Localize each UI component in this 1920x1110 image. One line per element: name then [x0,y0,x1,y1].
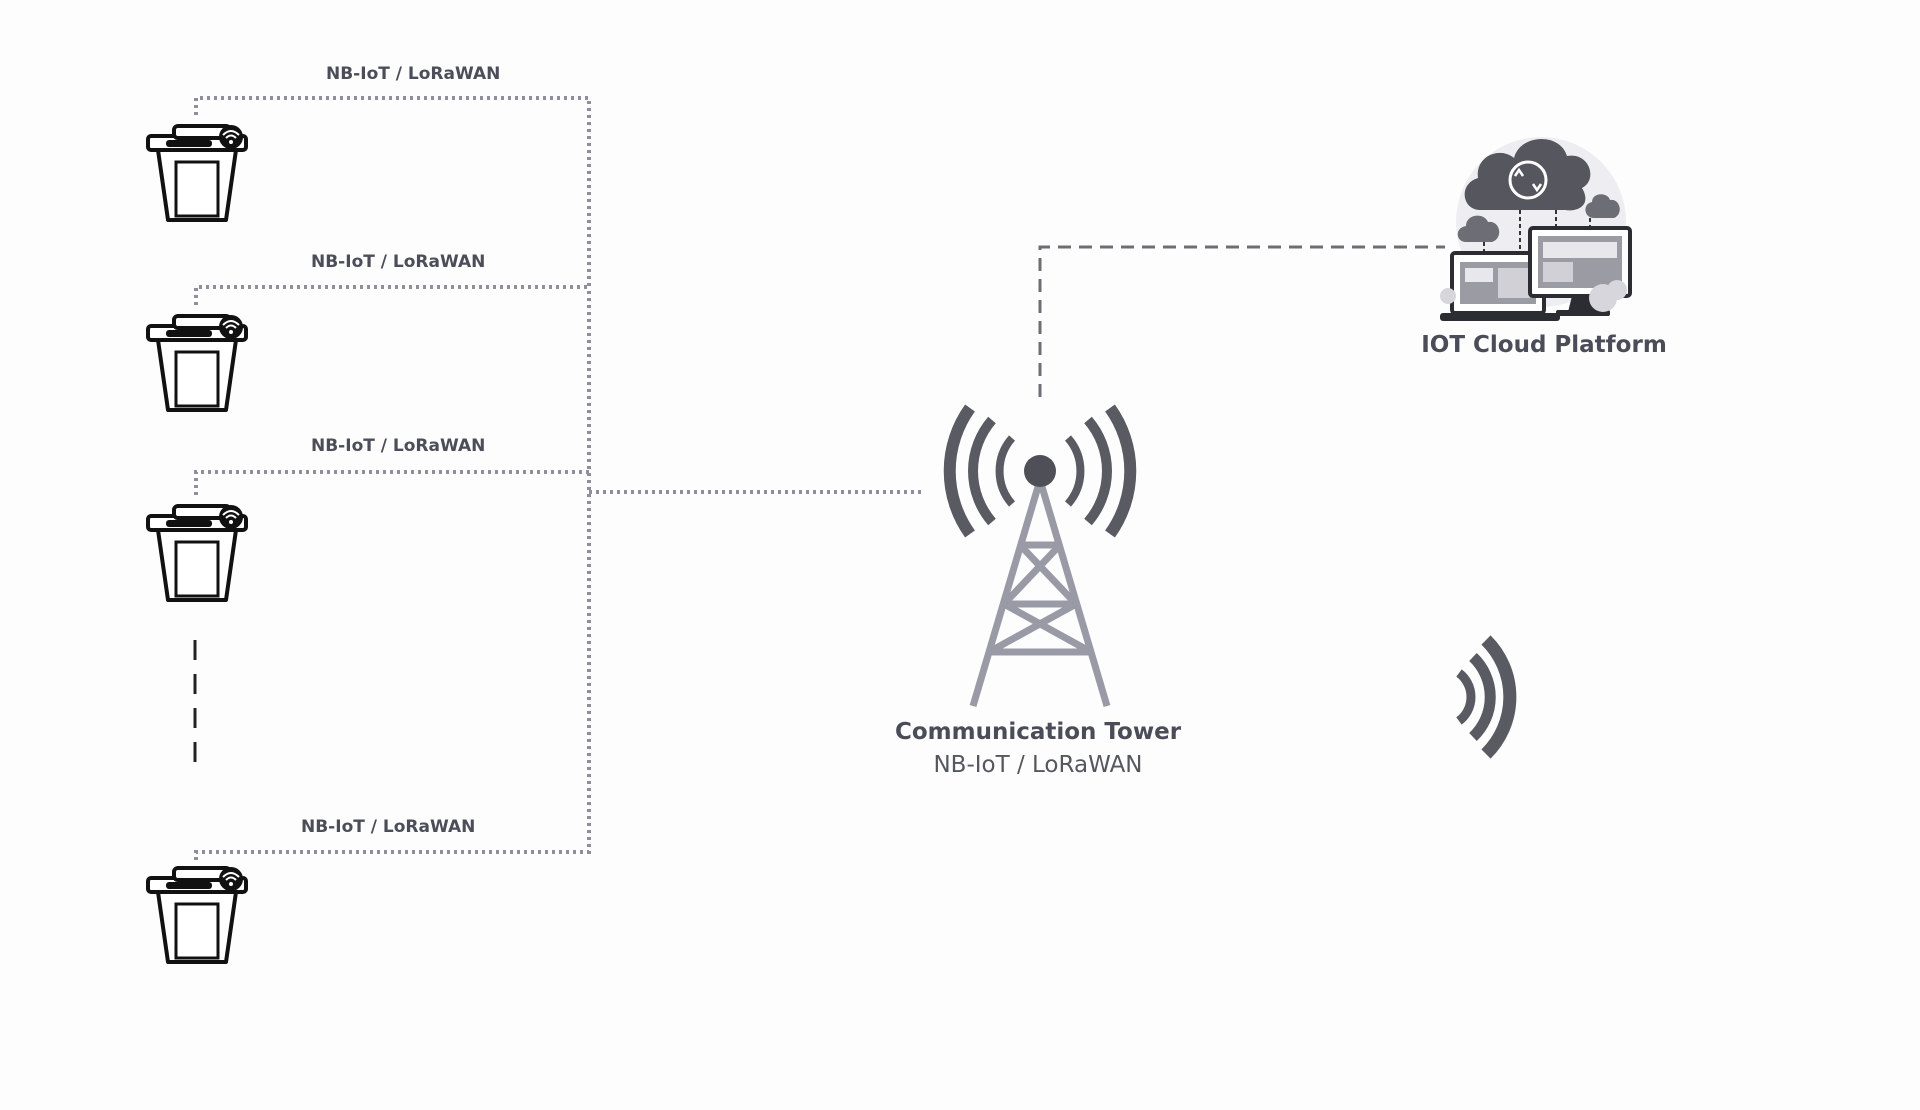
wireless-signal-icon [1456,635,1517,759]
tower-subtitle: NB-IoT / LoRaWAN [933,752,1142,778]
bin-link-label-2: NB-IoT / LoRaWAN [311,252,485,272]
tower-to-cloud-link [1038,245,1445,397]
smart-bin-icon [146,503,248,602]
bin-link-2 [194,285,589,305]
iot-cloud-platform-icon [1440,137,1632,321]
smart-bin-icon [146,123,248,222]
bin-link-label-3: NB-IoT / LoRaWAN [311,436,485,456]
bin-links [194,96,925,860]
smart-bin-icon [146,313,248,412]
bin-link-3 [194,470,589,495]
bin-link-1 [194,96,591,287]
tower-title: Communication Tower [895,719,1182,745]
bin-link-label-1: NB-IoT / LoRaWAN [326,64,500,84]
bin-link-4 [194,287,591,860]
cloud-platform-title: IOT Cloud Platform [1421,332,1667,358]
bin-link-label-4: NB-IoT / LoRaWAN [301,817,475,837]
smart-bin-icon [146,865,248,964]
communication-tower-icon [943,404,1137,707]
